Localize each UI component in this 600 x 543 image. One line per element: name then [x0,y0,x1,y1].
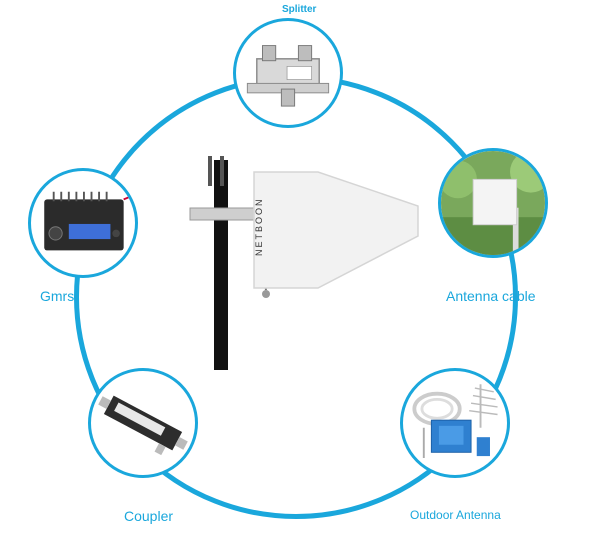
booster-kit-icon [412,384,498,458]
center-lpda-antenna: NETBOON [180,150,420,380]
panel-antenna-icon [441,151,545,255]
label-coupler: Coupler [124,508,174,524]
label-gmrs: Gmrs [40,288,75,304]
label-outdoor-antenna: Outdoor Antenna [410,508,501,522]
label-antenna-cable: Antenna cable [446,288,536,304]
antenna-cable-node [438,148,548,258]
outdoor-antenna-node [400,368,510,478]
gmrs-node [28,168,138,278]
coupler-node [88,368,198,478]
label-splitter: Splitter [282,4,317,15]
coupler-icon [98,395,188,456]
lpda-antenna-icon: NETBOON [189,156,419,370]
splitter-icon [246,45,330,107]
radio-icon [44,191,134,251]
splitter-node [233,18,343,128]
brand-text: NETBOON [254,197,264,256]
